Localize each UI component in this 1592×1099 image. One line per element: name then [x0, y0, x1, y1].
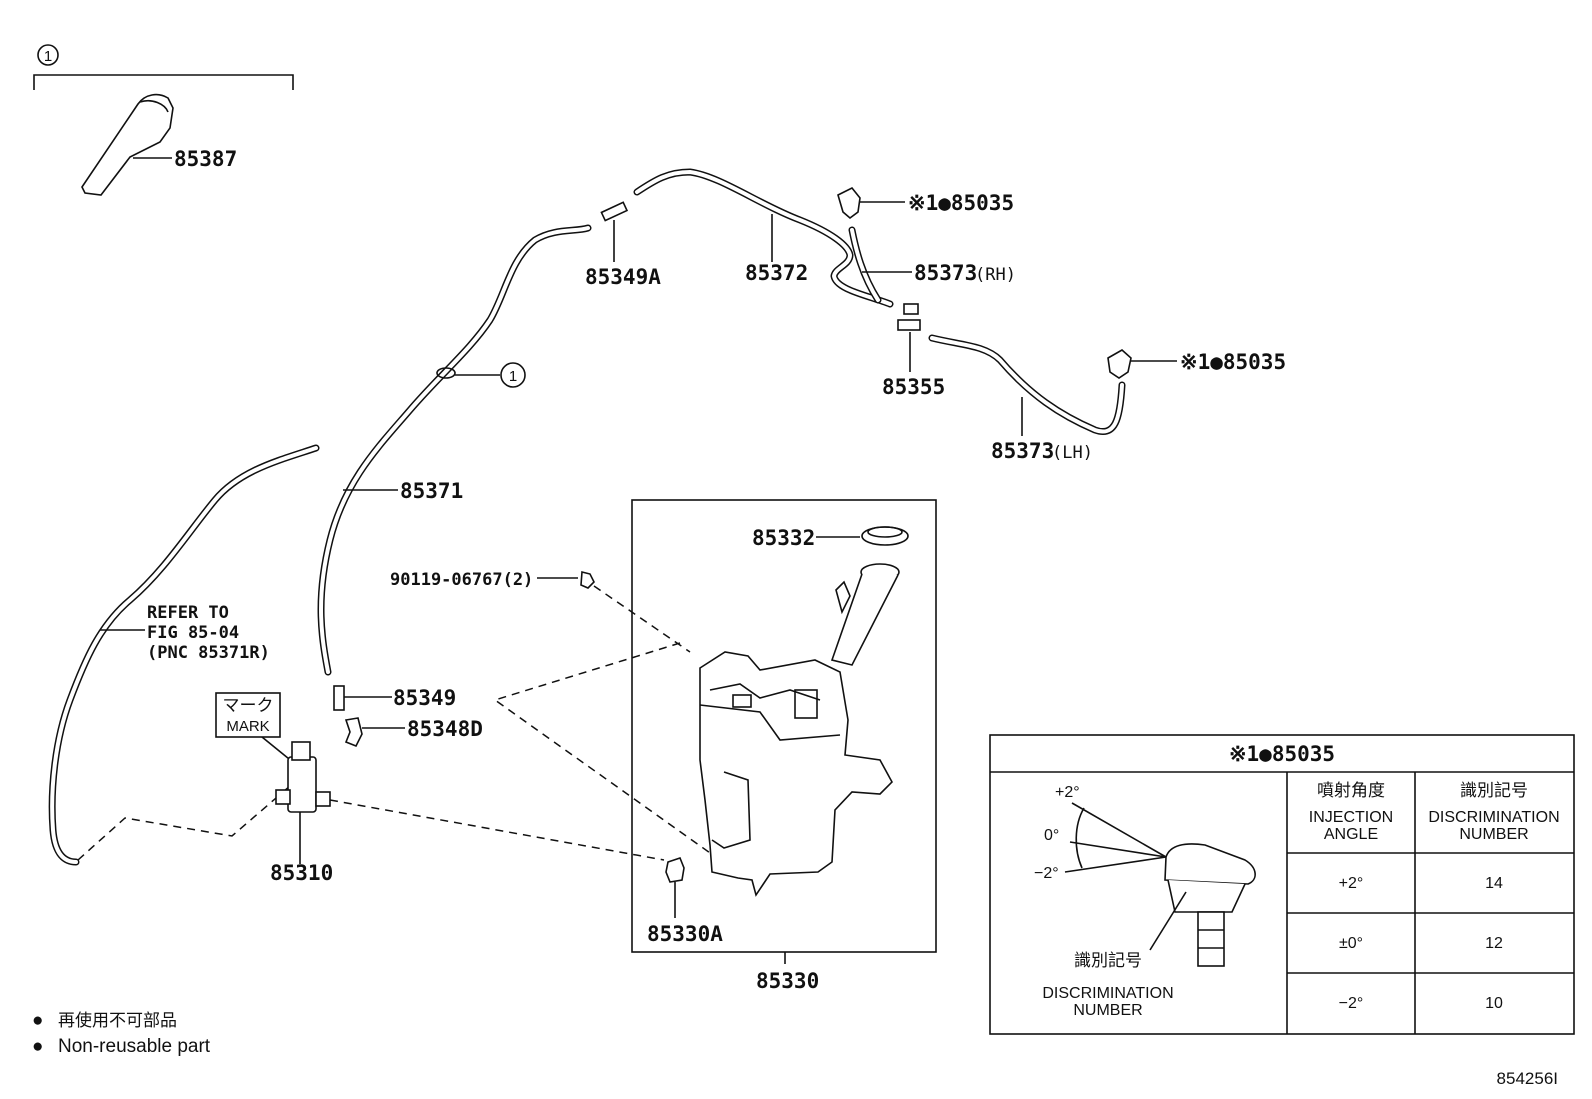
row-1-number: 14 [1485, 875, 1503, 892]
grommet-85330A [665, 857, 685, 883]
pump-85310-outlet [291, 741, 311, 761]
part-number-85372: 85372 [745, 261, 808, 285]
angle-zero-label: 0° [1044, 827, 1059, 844]
hose-clip-detail [139, 99, 169, 113]
legend-text-en: Non-reusable part [58, 1036, 211, 1057]
disc-label-en-1: DISCRIMINATION [1042, 985, 1173, 1002]
callout-bracket [33, 74, 294, 90]
part-number-85035-top: ※1●85035 [908, 191, 1014, 215]
row-3-number: 10 [1485, 995, 1503, 1012]
row-1-angle: +2° [1339, 875, 1364, 892]
header-disc-en2: NUMBER [1459, 826, 1528, 843]
hose-clip-marker [436, 367, 456, 379]
callout-number: 1 [44, 48, 52, 65]
row-2-angle: ±0° [1339, 935, 1363, 952]
pump-85310-connector [275, 789, 291, 805]
legend-bullet-2: ● [32, 1036, 43, 1057]
callout-circle-icon [500, 362, 526, 388]
nozzle-right-shape [1107, 349, 1132, 379]
washer-tank-85330 [699, 651, 893, 897]
row-2-number: 12 [1485, 935, 1503, 952]
angle-plus-label: +2° [1055, 784, 1080, 801]
hose-85373-lh [928, 334, 1126, 435]
callout-circle-icon [37, 44, 59, 66]
header-angle-en1: INJECTION [1309, 809, 1393, 826]
pump-85310-body [287, 756, 317, 813]
part-number-85348D: 85348D [407, 717, 483, 741]
header-angle-jp: 噴射角度 [1317, 781, 1385, 801]
joint-85355-upper [903, 303, 919, 315]
pump-group: マーク MARK 85310 85349 85348D 90119-06767(… [215, 570, 595, 885]
filler-neck [830, 573, 899, 666]
disc-leader [1149, 891, 1187, 951]
part-number-85371: 85371 [400, 479, 463, 503]
figure-id: 854256I [1497, 1069, 1558, 1088]
joint-85349A [600, 201, 629, 222]
part-number-85373-lh: 85373 [991, 439, 1054, 463]
part-number-85332: 85332 [752, 526, 815, 550]
header-disc-jp: 識別記号 [1460, 781, 1528, 801]
angle-arc [1075, 807, 1085, 869]
nozzle-spec-table: ※1●85035 噴射角度 INJECTION ANGLE 識別記号 DISCR… [989, 734, 1575, 1035]
elbow-85348D [344, 717, 363, 748]
table-title: ※1●85035 [1229, 742, 1335, 766]
dashed-guides [329, 585, 721, 861]
callout-group-85387: 1 85387 [33, 44, 294, 196]
part-number-85349A: 85349A [585, 265, 661, 289]
spray-line-zero [1069, 841, 1167, 858]
part-number-85310: 85310 [270, 861, 333, 885]
header-disc-en1: DISCRIMINATION [1428, 809, 1559, 826]
legend-text-jp: 再使用不可部品 [58, 1010, 177, 1031]
pump-85310-tab [315, 791, 331, 807]
refer-line-2: FIG 85-04 [147, 623, 239, 643]
refer-line-3: (PNC 85371R) [147, 643, 270, 663]
header-angle-en2: ANGLE [1324, 826, 1378, 843]
refer-line-1: REFER TO [147, 603, 229, 623]
joint-85349 [333, 685, 345, 711]
disc-label-jp: 識別記号 [1074, 951, 1142, 971]
dashed-link-pump-hose [77, 785, 291, 861]
table-frame [989, 734, 1575, 1035]
spray-line-plus [1071, 802, 1167, 858]
part-number-85330: 85330 [756, 969, 819, 993]
joint-85355-lower [897, 319, 921, 331]
part-number-90119: 90119-06767(2) [390, 570, 533, 590]
hose-85371 [317, 224, 592, 676]
label-lh: (LH) [1052, 443, 1093, 463]
mark-label-jp: マーク [223, 696, 274, 716]
part-number-85373-rh: 85373 [914, 261, 977, 285]
hose-clip-shape [81, 93, 174, 196]
nozzle-top-shape [837, 186, 861, 220]
bolt-icon [580, 570, 595, 589]
angle-minus-label: −2° [1034, 865, 1059, 882]
legend: ● 再使用不可部品 ● Non-reusable part [32, 1010, 211, 1057]
tank-box [631, 499, 937, 953]
spray-line-minus [1064, 856, 1167, 873]
part-number-85355: 85355 [882, 375, 945, 399]
callout-number: 1 [509, 368, 517, 385]
part-number-85330A: 85330A [647, 922, 723, 946]
part-number-85387: 85387 [174, 147, 237, 171]
tank-assembly: 85332 85330A 85330 [631, 499, 937, 993]
mark-label-en: MARK [226, 718, 269, 735]
disc-label-en-2: NUMBER [1073, 1002, 1142, 1019]
part-number-85349: 85349 [393, 686, 456, 710]
legend-bullet-1: ● [32, 1010, 43, 1031]
mark-box [215, 692, 281, 738]
hose-assembly: 1 85349A 85372 85373 (RH) ※1●85035 85355… [317, 168, 1286, 676]
nozzle-spec-drawing [1164, 843, 1256, 885]
label-rh: (RH) [975, 265, 1016, 285]
rear-hose-group: REFER TO FIG 85-04 (PNC 85371R) [48, 444, 320, 866]
part-number-85035-right: ※1●85035 [1180, 350, 1286, 374]
row-3-angle: −2° [1339, 995, 1364, 1012]
